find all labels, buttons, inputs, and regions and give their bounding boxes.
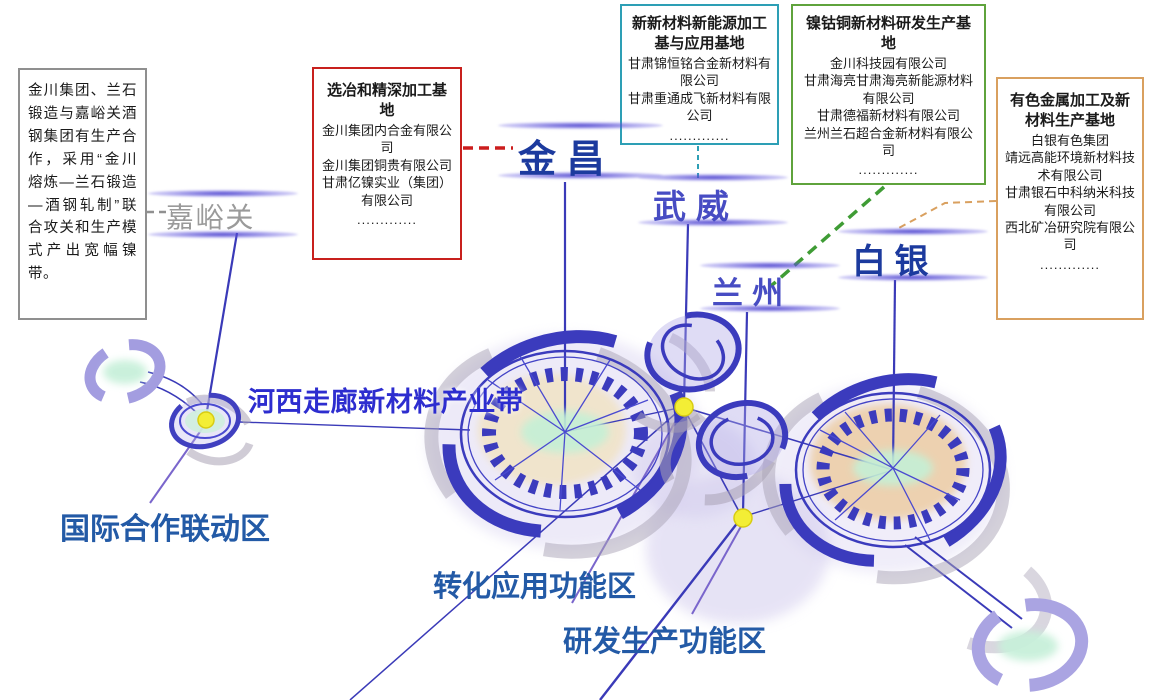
ring-bottom-right — [917, 546, 1089, 692]
ellipsis: ............. — [357, 212, 417, 228]
company-line: 甘肃德福新材料有限公司 — [816, 108, 960, 124]
glow-bar — [838, 228, 988, 235]
zone-label-hexi-corridor: 河西走廊新材料产业带 — [248, 387, 524, 417]
company-line: 靖远高能环境新材料技术有限公司 — [1004, 150, 1135, 183]
ring-far-left — [84, 339, 166, 405]
company-line: 西北矿冶研究院有限公司 — [1004, 220, 1135, 253]
callout-connectors — [147, 146, 997, 288]
glow-bar — [148, 231, 298, 238]
junction-nodes — [197, 397, 753, 528]
company-line: 甘肃亿镍实业（集团）有限公司 — [321, 175, 452, 208]
company-line: 兰州兰石超合金新材料有限公司 — [803, 125, 973, 159]
zone-label-research-production: 研发生产功能区 — [563, 626, 767, 658]
glow-bar — [498, 172, 663, 179]
callout-new-energy-base: 新新材料新能源加工基与应用基地 甘肃锦恒铭合金新材料有限公司 甘肃重通成飞新材料… — [620, 4, 779, 145]
callout-title: 镍钴铜新材料研发生产基地 — [805, 15, 971, 52]
callout-title: 新新材料新能源加工基与应用基地 — [631, 15, 767, 52]
company-line: 甘肃重通成飞新材料有限公司 — [628, 90, 772, 124]
glow-bar — [638, 219, 788, 226]
callout-nickel-cobalt-base: 镍钴铜新材料研发生产基地 金川科技园有限公司 甘肃海亮甘肃海亮新能源材料有限公司… — [791, 4, 986, 185]
zone-label-international-cooperation: 国际合作联动区 — [60, 513, 270, 546]
ellipsis: ............. — [669, 127, 730, 143]
company-line: 甘肃海亮甘肃海亮新能源材料有限公司 — [803, 73, 973, 106]
zone-label-transformation-application: 转化应用功能区 — [433, 571, 637, 603]
connector-green-dashed — [769, 185, 886, 288]
glow-bar — [700, 305, 840, 312]
callout-jiayuguan-note: 金川集团、兰石锻造与嘉峪关酒钢集团有生产合作，采用“金川熔炼—兰石锻造—酒钢轧制… — [18, 68, 147, 320]
company-line: 金川集团铜贵有限公司 — [321, 157, 452, 173]
ellipsis: ............. — [858, 162, 919, 178]
callout-title: 选冶和精深加工基地 — [326, 82, 447, 119]
ellipsis: ............. — [1040, 256, 1100, 272]
glow-bar — [498, 122, 663, 129]
city-label-lanzhou: 兰州 — [712, 276, 793, 311]
city-label-jinchang: 金昌 — [518, 139, 616, 181]
company-line: 甘肃锦恒铭合金新材料有限公司 — [628, 56, 772, 89]
company-line: 金川科技园有限公司 — [829, 56, 947, 71]
glow-bar — [838, 274, 988, 281]
city-label-jiayuguan: 嘉峪关 — [166, 202, 256, 233]
city-label-baiyin: 白银 — [852, 243, 937, 281]
city-label-wuwei: 武威 — [653, 188, 739, 225]
glow-bar — [148, 190, 298, 197]
glow-bar — [700, 262, 840, 269]
gear-small-upper — [604, 311, 742, 433]
callout-title: 有色金属加工及新材料生产基地 — [1009, 92, 1130, 129]
company-line: 白银有色集团 — [1030, 133, 1109, 148]
company-line: 甘肃银石中科纳米科技有限公司 — [1004, 185, 1135, 218]
glow-bar — [638, 174, 788, 181]
callout-nonferrous-base: 有色金属加工及新材料生产基地 白银有色集团 靖远高能环境新材料技术有限公司 甘肃… — [996, 77, 1144, 320]
connector-orange-dashed — [896, 200, 997, 230]
note-text: 金川集团、兰石锻造与嘉峪关酒钢集团有生产合作，采用“金川熔炼—兰石锻造—酒钢轧制… — [28, 83, 137, 283]
gear-small-lower — [659, 398, 789, 506]
gear-hexi-corridor — [424, 330, 692, 559]
company-line: 金川集团内合金有限公司 — [321, 123, 452, 156]
node-jiayuguan-ring — [169, 392, 255, 466]
callout-smelting-base: 选冶和精深加工基地 金川集团内合金有限公司 金川集团铜贵有限公司 甘肃亿镍实业（… — [312, 67, 462, 260]
